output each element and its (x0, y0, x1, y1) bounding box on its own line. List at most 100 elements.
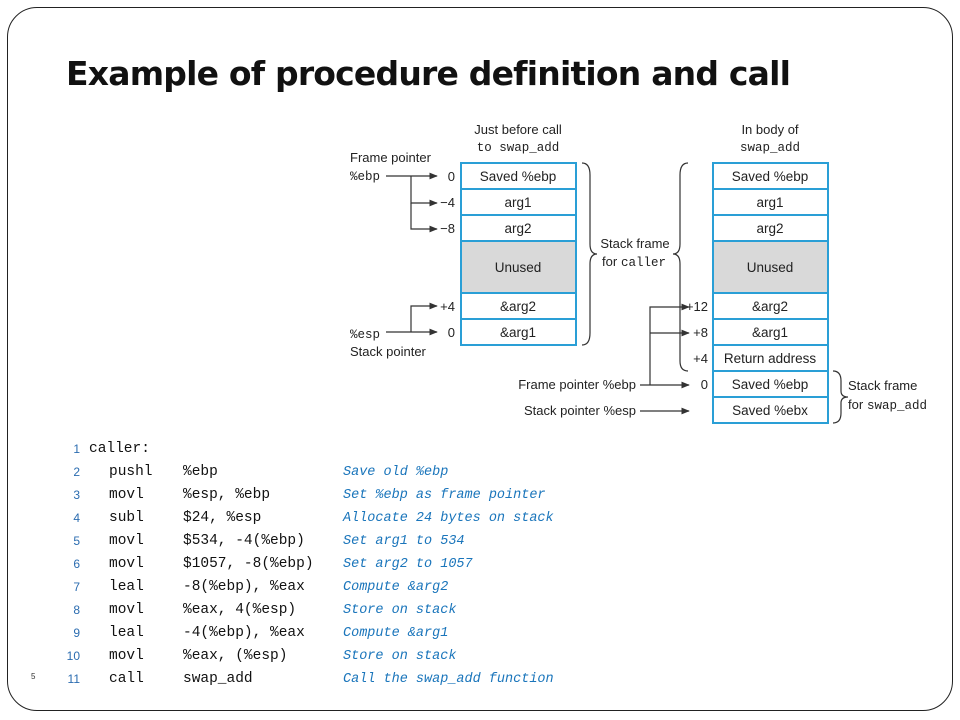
code-operands: %esp, %ebp (183, 487, 271, 503)
stack-pointer-arrows (386, 302, 438, 336)
left-caption-line1: Just before call (474, 122, 562, 137)
line-number: 1 (73, 442, 80, 456)
code-operands: $534, -4(%ebp) (183, 533, 305, 549)
left-cell-addr-arg1: &arg1 (500, 325, 536, 340)
swap-add-frame-brace (832, 370, 849, 424)
left-cell-arg2: arg2 (504, 221, 531, 236)
left-offset-minus4: −4 (440, 195, 455, 210)
code-comment: Store on stack (343, 603, 457, 618)
code-mnemonic: movl (109, 602, 144, 618)
line-number: 10 (66, 649, 80, 663)
left-offset-0-sp: 0 (448, 325, 455, 340)
right-cell-saved-ebx: Saved %ebx (732, 403, 808, 418)
right-cell-arg1: arg1 (756, 195, 783, 210)
code-comment: Save old %ebp (343, 465, 449, 480)
right-stack (712, 162, 829, 424)
right-stack-pointer-label: Stack pointer %esp (524, 403, 636, 418)
left-stack-pointer-label: Stack pointer (350, 344, 427, 359)
code-operands: $24, %esp (183, 510, 262, 526)
right-offset-plus4: +4 (693, 351, 708, 366)
left-cell-saved-ebp: Saved %ebp (480, 169, 557, 184)
code-operands: -4(%ebp), %eax (183, 625, 305, 641)
left-frame-pointer-reg: %ebp (350, 170, 380, 184)
line-number: 9 (73, 626, 80, 640)
left-stack-caption: Just before call to swap_add (474, 122, 562, 155)
code-comment: Compute &arg2 (343, 580, 449, 595)
caller-frame-label-line1: Stack frame (600, 236, 669, 251)
right-cell-addr-arg2: &arg2 (752, 299, 788, 314)
slide-title: Example of procedure definition and call (66, 54, 791, 93)
frame-pointer-arrows (386, 172, 438, 233)
code-operands: swap_add (183, 671, 253, 687)
code-mnemonic: movl (109, 487, 144, 503)
left-offset-plus4: +4 (440, 299, 455, 314)
caller-frame-label-line2-prefix: for (602, 254, 618, 269)
left-stack-pointer-reg: %esp (350, 328, 380, 342)
code-mnemonic: leal (109, 625, 144, 641)
line-number: 6 (73, 557, 80, 571)
right-cell-saved-ebp-callee: Saved %ebp (732, 377, 809, 392)
right-cell-saved-ebp: Saved %ebp (732, 169, 809, 184)
right-cell-addr-arg1: &arg1 (752, 325, 788, 340)
swap-add-frame-label-line2-code: swap_add (867, 399, 927, 413)
line-number: 7 (73, 580, 80, 594)
left-stack-cell-labels: Saved %ebp arg1 arg2 Unused &arg2 &arg1 (480, 169, 557, 340)
left-frame-pointer-label: Frame pointer (350, 150, 432, 165)
code-mnemonic: movl (109, 648, 144, 664)
left-offsets: 0 −4 −8 +4 0 (440, 169, 455, 340)
code-operands: %ebp (183, 464, 218, 480)
line-number: 5 (73, 534, 80, 548)
line-number: 8 (73, 603, 80, 617)
right-offset-plus8: +8 (693, 325, 708, 340)
right-caption-line1: In body of (741, 122, 798, 137)
right-offset-plus12: +12 (686, 299, 708, 314)
code-operands: -8(%ebp), %eax (183, 579, 305, 595)
left-offset-minus8: −8 (440, 221, 455, 236)
right-cell-unused-frame (712, 240, 829, 294)
code-comment: Call the swap_add function (343, 672, 554, 687)
caller-frame-braces (581, 162, 689, 372)
code-comment: Set arg1 to 534 (343, 534, 465, 549)
code-mnemonic: movl (109, 556, 144, 572)
left-stack (460, 162, 577, 346)
line-number: 3 (73, 488, 80, 502)
left-cell-unused: Unused (495, 260, 542, 275)
slide-frame (7, 7, 953, 711)
right-cell-arg2: arg2 (756, 221, 783, 236)
code-comment: Set %ebp as frame pointer (343, 488, 546, 503)
code-operands: %eax, 4(%esp) (183, 602, 297, 618)
left-offset-0: 0 (448, 169, 455, 184)
code-operands: $1057, -8(%ebp) (183, 556, 314, 572)
right-stack-caption: In body of swap_add (740, 122, 800, 155)
right-stack-cell-labels: Saved %ebp arg1 arg2 Unused &arg2 &arg1 … (724, 169, 817, 418)
code-mnemonic: call (109, 671, 144, 687)
right-offset-0: 0 (701, 377, 708, 392)
right-cell-frame (712, 396, 829, 424)
caller-frame-label-line2-code: caller (621, 256, 666, 270)
stack-frame-diagram: Just before call to swap_add Saved %ebp … (350, 122, 927, 424)
left-cell-arg1: arg1 (504, 195, 531, 210)
code-comment: Set arg2 to 1057 (343, 557, 473, 572)
swap-add-frame-label-line2-prefix: for (848, 397, 864, 412)
left-cell-addr-arg2: &arg2 (500, 299, 536, 314)
line-number: 4 (73, 511, 80, 525)
code-mnemonic: subl (109, 510, 144, 526)
left-caption-line2: to swap_add (477, 141, 560, 155)
slide-number: 5 (31, 672, 36, 681)
code-comment: Store on stack (343, 649, 457, 664)
swap-add-frame-label-line1: Stack frame (848, 378, 917, 393)
right-offsets: +12 +8 +4 0 (686, 299, 708, 392)
left-cell-frame (460, 318, 577, 346)
line-number: 11 (67, 672, 80, 686)
code-mnemonic: pushl (109, 464, 153, 480)
right-cell-return-address: Return address (724, 351, 817, 366)
code-mnemonic: movl (109, 533, 144, 549)
right-frame-pointer-label: Frame pointer %ebp (518, 377, 636, 392)
right-cell-unused: Unused (747, 260, 794, 275)
code-mnemonic: leal (109, 579, 144, 595)
right-caption-line2: swap_add (740, 141, 800, 155)
code-operands: %eax, (%esp) (183, 648, 288, 664)
right-pointer-arrows (640, 303, 690, 415)
line-number: 2 (73, 465, 80, 479)
code-comment: Allocate 24 bytes on stack (343, 511, 554, 526)
